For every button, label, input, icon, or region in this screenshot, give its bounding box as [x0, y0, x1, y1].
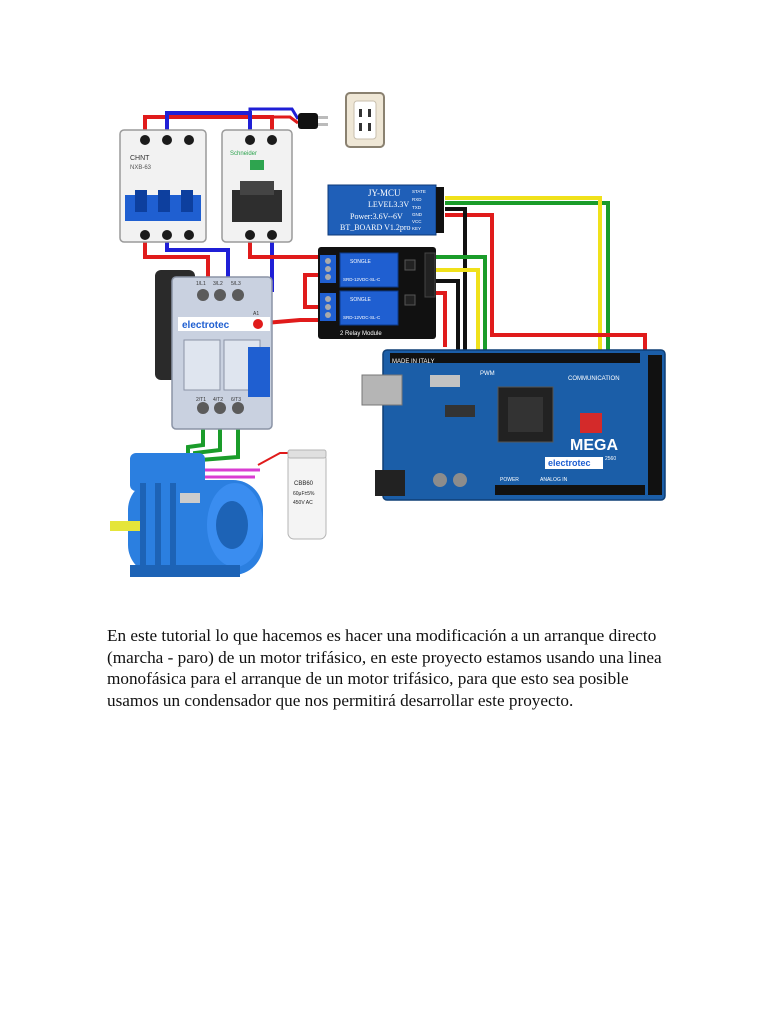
arduino-mega-board: MADE IN ITALY COMMUNICATION PWM MEGA 256… [361, 349, 666, 501]
contactor-terminal-t1: 2/T1 [196, 397, 206, 403]
relay-brand-bottom: SONGLE [350, 297, 372, 303]
capacitor: CBB60 60μF±5% 450V AC [287, 449, 327, 540]
wire-blue-breaker-bottom [165, 237, 230, 295]
contactor-coil-label: A1 [253, 311, 259, 317]
breaker-right-brand: Schneider [230, 151, 257, 157]
capacitor-label-top: CBB60 [294, 481, 314, 487]
arduino-section-power: POWER [500, 477, 519, 483]
contactor-terminal-t3: 6/T3 [231, 397, 241, 403]
bt-pin-6: KEY [412, 226, 421, 231]
bt-pin-5: VCC [412, 219, 422, 224]
arduino-made-in: MADE IN ITALY [392, 359, 434, 365]
bt-line2: LEVEL3.3V [368, 200, 409, 209]
bt-pin-3: TXD [412, 205, 422, 210]
wire-blue-breaker-top [165, 111, 252, 137]
relay-label-bottom: SRD-12VDC-SL-C [343, 315, 381, 320]
arduino-section-pwm: PWM [480, 371, 495, 377]
relay-brand-top: SONGLE [350, 259, 372, 265]
wire-black-relay [435, 279, 460, 357]
wire-red-breaker-bottom [143, 237, 210, 295]
wire-red-relay-vcc [435, 291, 447, 347]
contactor-brand: electrotec [182, 320, 230, 331]
wire-red-relay-loop [303, 273, 328, 309]
contactor-terminal-t2: 4/T2 [213, 397, 223, 403]
bt-pin-1: STATE [412, 189, 426, 194]
relay-module: SONGLE SRD-12VDC-SL-C SONGLE SRD-12VDC-S… [318, 247, 436, 339]
power-plug [298, 113, 328, 129]
breaker-left-model: NXB-63 [130, 165, 152, 171]
wire-yellow-relay [435, 268, 480, 357]
body-paragraph: En este tutorial lo que hacemos es hacer… [107, 626, 662, 710]
arduino-brand: electrotec [548, 458, 591, 468]
breaker-left-brand: CHNT [130, 155, 150, 162]
bt-pin-header: STATE RXD TXD GND VCC KEY [412, 187, 444, 233]
wall-socket [345, 92, 385, 148]
wire-blue-plug [248, 107, 300, 120]
bt-line3: Power:3.6V--6V [350, 212, 403, 221]
relay-label-top: SRD-12VDC-SL-C [343, 277, 381, 282]
arduino-model: MEGA [570, 437, 618, 454]
breaker-three-pole: CHNT NXB-63 [119, 129, 207, 243]
contactor-terminal-l1: 1/L1 [196, 281, 206, 287]
wire-red-plug [272, 115, 299, 125]
contactor-terminal-l2: 3/L2 [213, 281, 223, 287]
arduino-chip: 2560 [605, 456, 616, 462]
wire-green-relay [435, 255, 487, 357]
capacitor-label-bot: 450V AC [293, 500, 313, 506]
bt-pin-2: RXD [412, 197, 422, 202]
relay-caption: 2 Relay Module [340, 331, 382, 337]
three-phase-motor [110, 453, 263, 577]
contactor-terminal-l3: 5/L3 [231, 281, 241, 287]
wire-red-bt [445, 213, 647, 357]
bt-pin-4: GND [412, 212, 423, 217]
wiring-diagram: CHNT NXB-63 Schneider JY-MCU LEVEL3.3V [100, 85, 675, 585]
arduino-section-analog: ANALOG IN [540, 477, 568, 483]
breaker-two-pole: Schneider [221, 129, 293, 243]
wire-red-cap [257, 452, 290, 466]
bt-line4: BT_BOARD V1.2pro [340, 223, 411, 232]
wire-yellow-bt [445, 196, 602, 357]
bt-line1: JY-MCU [368, 188, 401, 198]
capacitor-label-mid: 60μF±5% [293, 491, 315, 497]
contactor: 1/L1 3/L2 5/L3 electrotec A1 2/T1 4/T2 6… [155, 270, 273, 430]
bluetooth-module: JY-MCU LEVEL3.3V Power:3.6V--6V BT_BOARD… [327, 184, 444, 236]
wire-red-breaker-top [143, 115, 274, 137]
arduino-section-comm: COMMUNICATION [568, 376, 620, 382]
wire-green-bt [445, 201, 610, 357]
